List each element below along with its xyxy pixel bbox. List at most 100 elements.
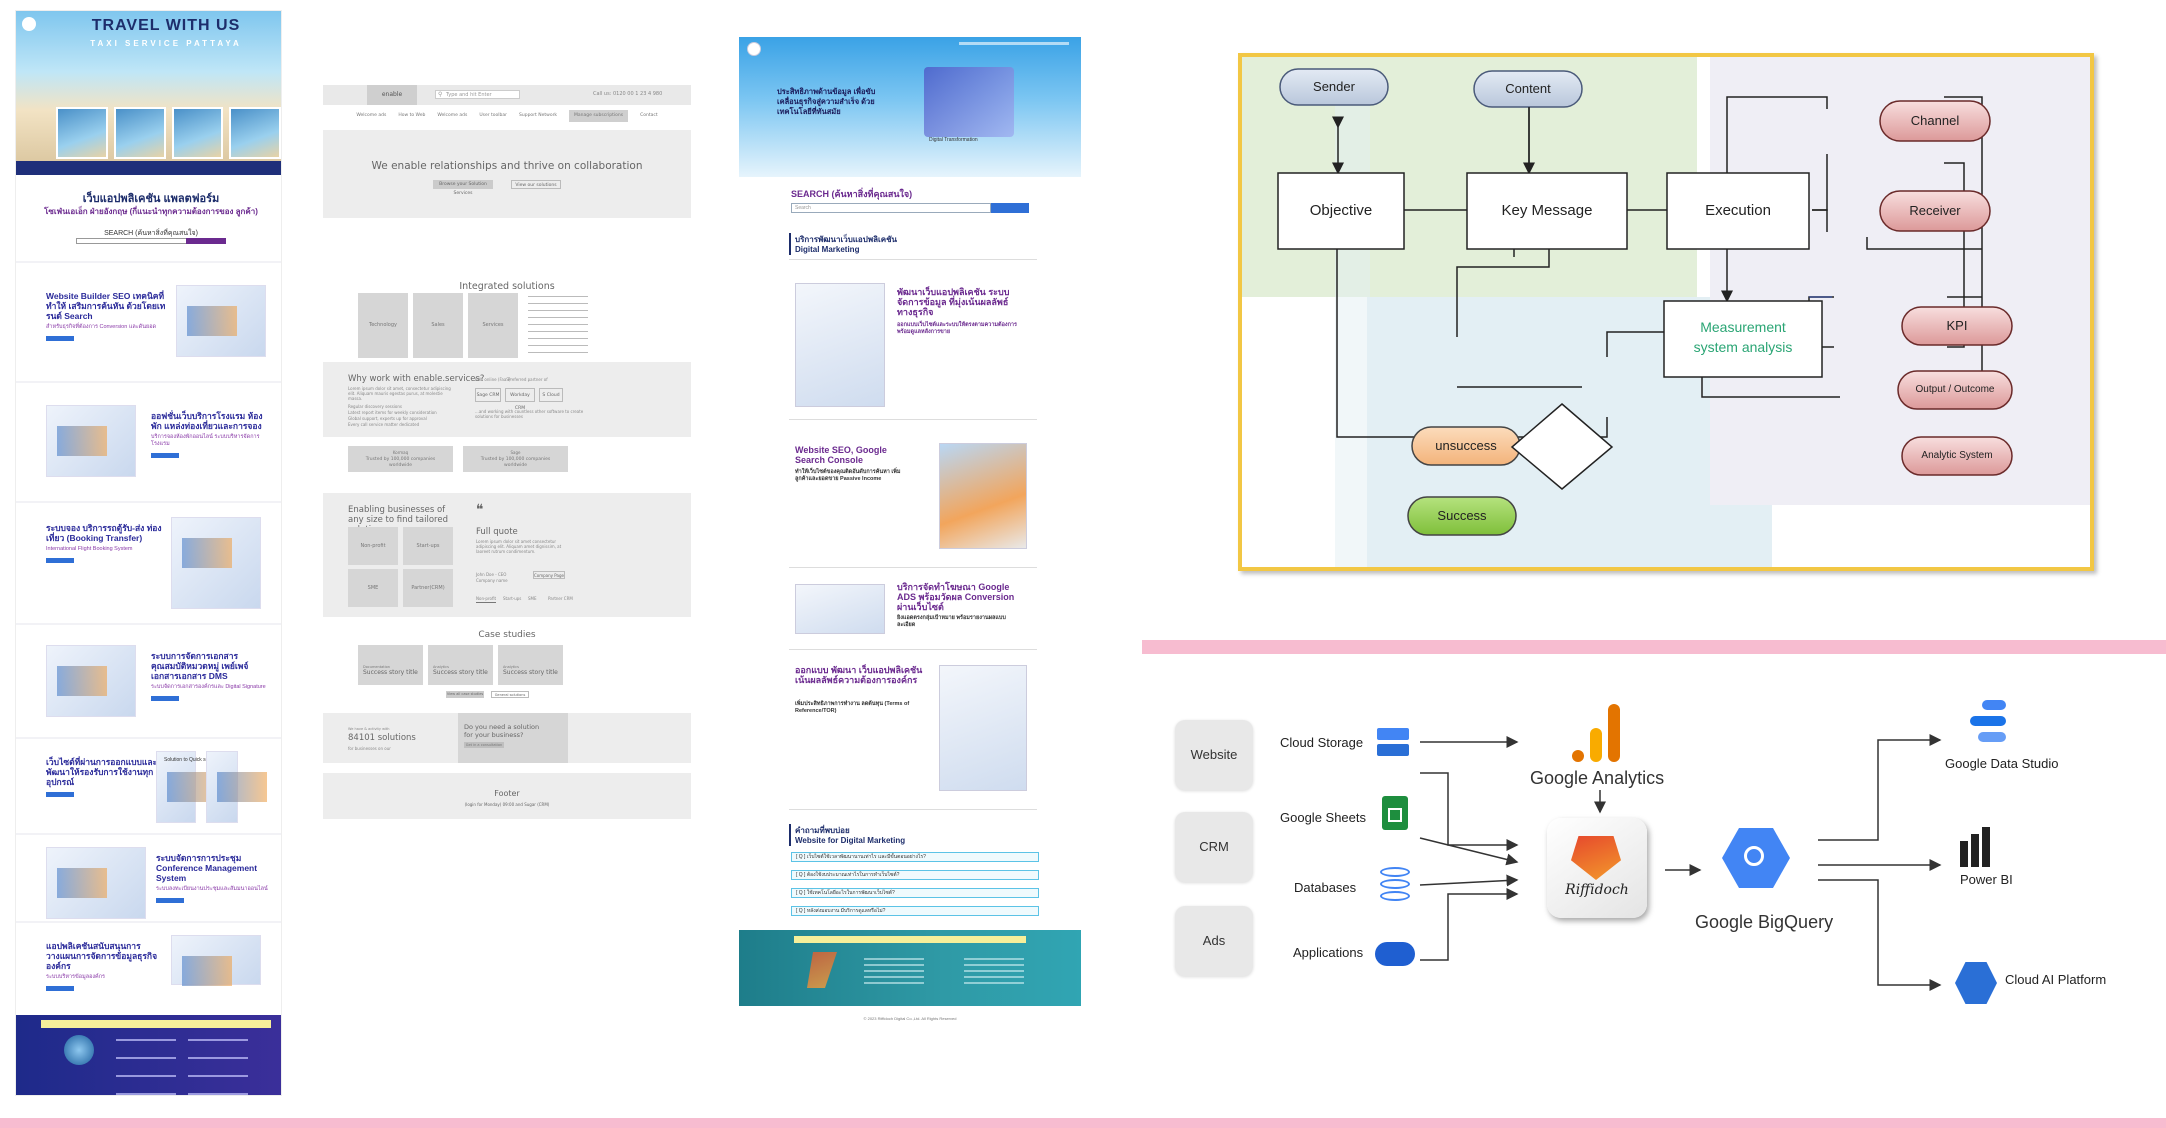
service-title: ระบบการจัดการเอกสาร คุณสมบัติหมวดหมู่ เพ… xyxy=(151,651,249,681)
quote-tab-active[interactable]: Non-profit xyxy=(476,596,497,603)
case-card[interactable]: Analytics Success story title xyxy=(428,645,493,685)
read-more-button[interactable] xyxy=(46,792,74,797)
service-block[interactable]: ระบบจอง บริการรถตู้รับ-ส่ง ท่องเที่ยว (B… xyxy=(46,511,271,609)
segment-tile[interactable]: SME xyxy=(348,569,398,607)
service-image xyxy=(46,645,136,717)
solution-list[interactable] xyxy=(528,290,588,359)
service-block[interactable]: ออฟชั่นเว็บบริการโรงแรม ห้องพัก แหล่งท่อ… xyxy=(46,399,271,491)
service-desc: ระบบบริหารข้อมูลองค์กร xyxy=(46,974,106,980)
read-more-button[interactable] xyxy=(46,558,74,563)
general-solutions-button[interactable]: General solutions xyxy=(491,691,529,698)
view-case-studies-button[interactable]: View all case studies xyxy=(446,691,484,698)
cta-button[interactable]: Get in a consultation xyxy=(464,742,504,748)
read-more-button[interactable] xyxy=(46,336,74,341)
thumbnail[interactable] xyxy=(56,107,108,159)
trusted-text: Trusted by 100,000 companies worldwide xyxy=(365,457,436,468)
top-nav: enable Type and hit Enter Call us: 0120 … xyxy=(323,85,691,105)
thumbnail[interactable] xyxy=(113,107,166,159)
search-input[interactable]: Search xyxy=(791,203,991,213)
search-button[interactable] xyxy=(991,203,1029,213)
measurement-label: Measurement system analysis xyxy=(1664,317,1822,357)
pipeline-connectors-svg xyxy=(1419,734,1942,991)
service-block[interactable]: ระบบการจัดการเอกสาร คุณสมบัติหมวดหมู่ เพ… xyxy=(46,639,271,731)
read-more-button[interactable] xyxy=(151,453,179,458)
receiver-label: Receiver xyxy=(1909,203,1961,218)
receiver-node xyxy=(1879,190,1991,232)
why-title: Why work with enable.services? xyxy=(348,374,485,384)
footer-links[interactable] xyxy=(864,954,924,988)
data-studio-icon xyxy=(1970,700,2010,748)
menu-item[interactable]: Contact xyxy=(640,113,658,118)
footer-links[interactable] xyxy=(964,954,1024,988)
solution-tile[interactable]: Technology xyxy=(358,293,408,358)
tag-chip[interactable]: Sage CRM xyxy=(475,388,501,402)
faq-item[interactable]: [ Q ] ต้องใช้งบประมาณเท่าไรในการทำเว็บไซ… xyxy=(791,870,1039,880)
faq-item[interactable]: [ Q ] หลังส่งมอบงาน มีบริการดูแลหรือไม่? xyxy=(791,906,1039,916)
service-title[interactable]: บริการจัดทำโฆษณา Google ADS พร้อมวัดผล C… xyxy=(897,582,1015,612)
trusted-brand: Kormaq xyxy=(392,450,409,455)
phone-image xyxy=(206,751,267,823)
read-more-button[interactable] xyxy=(46,986,74,991)
faq-item[interactable]: [ Q ] ใช้เทคโนโลยีอะไรในการพัฒนาเว็บไซต์… xyxy=(791,888,1039,898)
read-more-button[interactable] xyxy=(156,898,184,903)
execution-node xyxy=(1666,172,1810,250)
service-title[interactable]: Website SEO, Google Search Console xyxy=(795,445,887,465)
thumbnail[interactable] xyxy=(229,107,281,159)
solution-tile[interactable]: Services xyxy=(468,293,518,358)
tag-chip[interactable]: S Cloud xyxy=(539,388,563,402)
segment-tile[interactable]: Non-profit xyxy=(348,527,398,565)
menu-item[interactable]: User toolbar xyxy=(479,113,508,118)
quote-company: Company name xyxy=(476,578,508,583)
menu-item[interactable]: Welcome ads xyxy=(437,113,468,118)
quote-tab[interactable]: Start-ups xyxy=(503,596,522,601)
databases-icon xyxy=(1380,867,1410,903)
segment-tile[interactable]: Start-ups xyxy=(403,527,453,565)
service-title[interactable]: พัฒนาเว็บแอปพลิเคชัน ระบบจัดการข้อมูล ที… xyxy=(897,287,1010,317)
secondary-button[interactable]: View our solutions xyxy=(511,180,561,189)
read-more-button[interactable] xyxy=(151,696,179,701)
site-logo-icon[interactable] xyxy=(747,42,761,56)
footer-logo-icon xyxy=(64,1035,94,1065)
menu-item-active[interactable]: Manage subscriptions xyxy=(569,110,629,122)
tag-chip[interactable]: Workday CRM xyxy=(505,388,535,411)
case-card[interactable]: Analytics Success story title xyxy=(498,645,563,685)
footer-section: Footer (login for Monday) 09:00 and Suga… xyxy=(323,773,691,819)
menu-item[interactable]: Support Network xyxy=(519,113,558,118)
service-desc: สำหรับธุรกิจที่ต้องการ Conversion และดัน… xyxy=(46,324,157,330)
company-page-button[interactable]: Company Page xyxy=(533,571,565,579)
divider xyxy=(16,261,281,263)
footer-links[interactable] xyxy=(116,1033,266,1095)
menu-item[interactable]: Welcome ads xyxy=(356,113,387,118)
thumbnail[interactable] xyxy=(171,107,224,159)
segment-tile[interactable]: Partner(CRM) xyxy=(403,569,453,607)
search-button[interactable] xyxy=(186,238,226,244)
service-block[interactable]: Website Builder SEO เทคนิคที่ทำให้ เสริม… xyxy=(46,279,271,371)
service-desc: ทำให้เว็บไซต์ของคุณติดอันดับการค้นหา เพิ… xyxy=(795,469,901,482)
service-title: Website Builder SEO เทคนิคที่ทำให้ เสริม… xyxy=(46,291,166,321)
section-title-th: บริการพัฒนาเว็บแอปพลิเคชัน xyxy=(795,235,897,244)
search-input[interactable]: Type and hit Enter xyxy=(435,90,520,99)
solution-tile[interactable]: Sales xyxy=(413,293,463,358)
quote-tab[interactable]: Partner CRM xyxy=(548,596,573,601)
faq-item[interactable]: [ Q ] เว็บไซต์ใช้เวลาพัฒนานานเท่าไร และม… xyxy=(791,852,1039,862)
cloud-ai-icon xyxy=(1955,962,1997,1004)
top-links[interactable] xyxy=(959,42,1069,45)
service-block[interactable]: แอปพลิเคชันสนับสนุนการวางแผนการจัดการข้อ… xyxy=(46,929,271,1021)
flow-connectors-svg xyxy=(1528,107,1530,173)
quote-tab[interactable]: SME xyxy=(528,596,537,601)
menu-item[interactable]: How to Web xyxy=(398,113,426,118)
input-databases-label: Databases xyxy=(1294,880,1357,895)
service-title[interactable]: ออกแบบ พัฒนา เว็บแอปพลิเคชัน เน้นผลลัพธ์… xyxy=(795,665,923,685)
hero-strip xyxy=(16,161,281,175)
cta-card: Do you need a solution for your business… xyxy=(458,713,568,763)
service-block[interactable]: เว็บไซต์ที่ผ่านการออกแบบและพัฒนาให้รองรั… xyxy=(46,745,271,837)
call-info: Call us: 0120 00 1 23 4 980 xyxy=(593,91,663,97)
logo[interactable]: enable xyxy=(367,85,417,105)
divider xyxy=(16,737,281,739)
service-block[interactable]: ระบบจัดการการประชุม Conference Managemen… xyxy=(46,841,271,933)
service-desc: ระบบลงทะเบียนงานประชุมและสัมมนาออนไลน์ xyxy=(156,886,268,892)
divider xyxy=(789,259,1037,260)
case-card[interactable]: Documentation Success story title xyxy=(358,645,423,685)
primary-button[interactable]: Browse your Solution Services xyxy=(433,180,493,196)
